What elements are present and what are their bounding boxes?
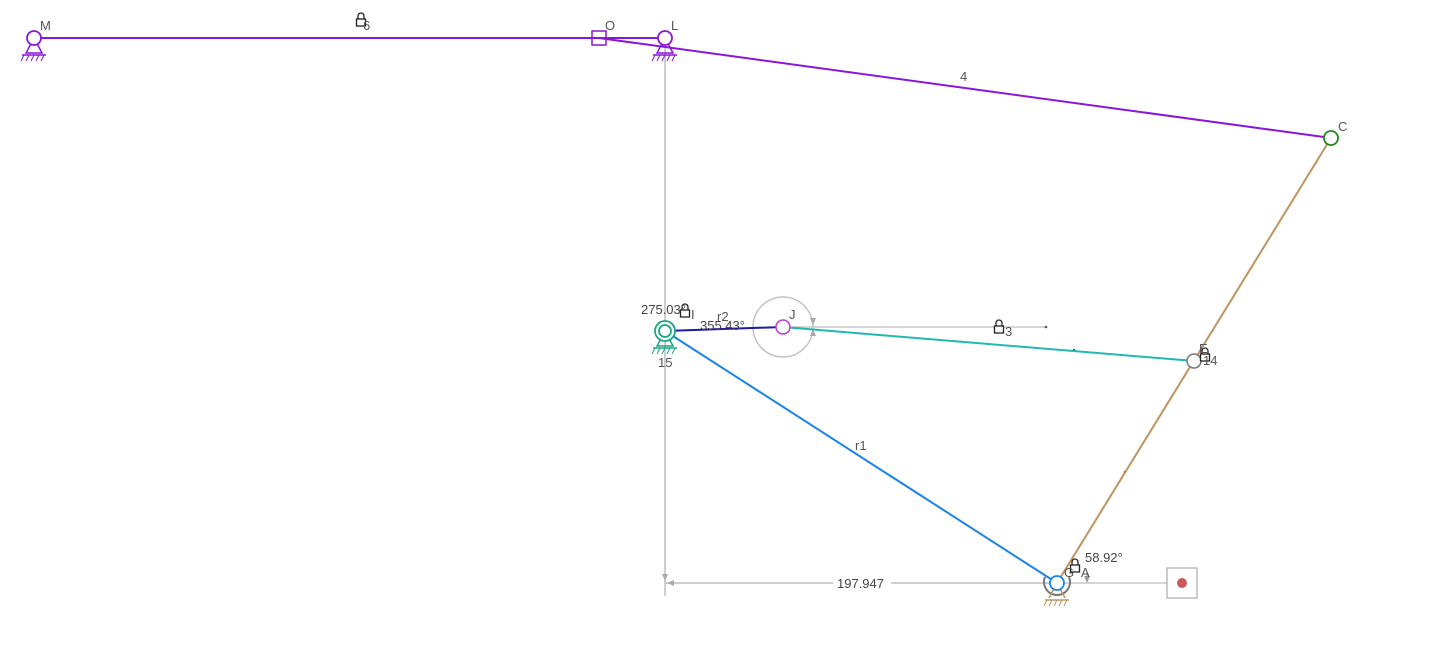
lock-icon <box>1201 347 1209 354</box>
lock-link-3[interactable] <box>993 319 1005 334</box>
lock-icon <box>681 303 689 310</box>
angle-circle-J <box>752 296 814 358</box>
joint-label-C: C <box>1338 119 1347 134</box>
link-label-14: 14 <box>1203 353 1217 368</box>
joint-label-E: E <box>1199 341 1208 356</box>
angle-arrow-J-bottom <box>810 329 816 336</box>
link-label-15: 15 <box>658 355 672 370</box>
slider-O[interactable] <box>591 30 607 46</box>
dimension-arrow-bottom <box>662 574 668 581</box>
marker-dot-1 <box>1044 325 1048 329</box>
link-label-6: 6 <box>363 18 370 33</box>
angle-arrow-J-top <box>810 318 816 325</box>
joint-label-J: J <box>789 307 796 322</box>
joint-J[interactable] <box>775 319 791 335</box>
link-r2[interactable] <box>664 326 784 332</box>
joint-L[interactable] <box>657 30 673 46</box>
ground-support-M <box>20 36 46 62</box>
joint-C[interactable] <box>1323 130 1339 146</box>
distance-label-bg <box>833 574 891 591</box>
angle-label-A: 58.92° <box>1085 550 1123 565</box>
joints <box>26 30 1339 591</box>
record-button-icon <box>1177 578 1187 588</box>
lock-joint-E[interactable] <box>1199 347 1211 362</box>
angle-label-J: 355.43° <box>700 318 745 333</box>
lock-icon <box>357 12 365 19</box>
angle-arrow-A <box>1084 576 1090 583</box>
link-r1[interactable] <box>664 330 1058 584</box>
joint-A[interactable] <box>1049 575 1065 591</box>
ground-support-icon <box>655 36 675 54</box>
lock-joint-A[interactable] <box>1069 558 1081 573</box>
joint-M[interactable] <box>26 30 42 46</box>
joint-label-M: M <box>40 18 51 33</box>
link-label-4: 4 <box>960 69 967 84</box>
link-label-r1: r1 <box>855 438 867 453</box>
link-4[interactable] <box>598 37 1332 139</box>
record-button[interactable] <box>1166 567 1198 599</box>
joint-E[interactable] <box>1186 353 1202 369</box>
link-label-3: 3 <box>1005 324 1012 339</box>
joint-label-I: I <box>691 307 695 322</box>
input-crank-icon <box>1043 576 1071 596</box>
joint-label-O: O <box>605 18 615 33</box>
lock-icon <box>1071 558 1079 565</box>
link-3[interactable] <box>782 326 1195 362</box>
joint-label-A: A <box>1081 565 1090 580</box>
ground-support-icon <box>24 36 44 54</box>
joint-I[interactable] <box>658 324 672 338</box>
joint-label-L: L <box>671 18 678 33</box>
lock-joint-I[interactable] <box>679 303 691 318</box>
lock-icon <box>995 319 1003 326</box>
lock-link-6[interactable] <box>355 12 367 27</box>
dimension-arrow-left <box>667 580 674 586</box>
link-label-r2: r2 <box>717 309 729 324</box>
distance-label-IA: 197.947 <box>837 576 884 591</box>
ground-support-L <box>651 36 677 62</box>
angle-label-I: 275.03° <box>641 302 686 317</box>
joint-label-G: G <box>1064 565 1074 580</box>
